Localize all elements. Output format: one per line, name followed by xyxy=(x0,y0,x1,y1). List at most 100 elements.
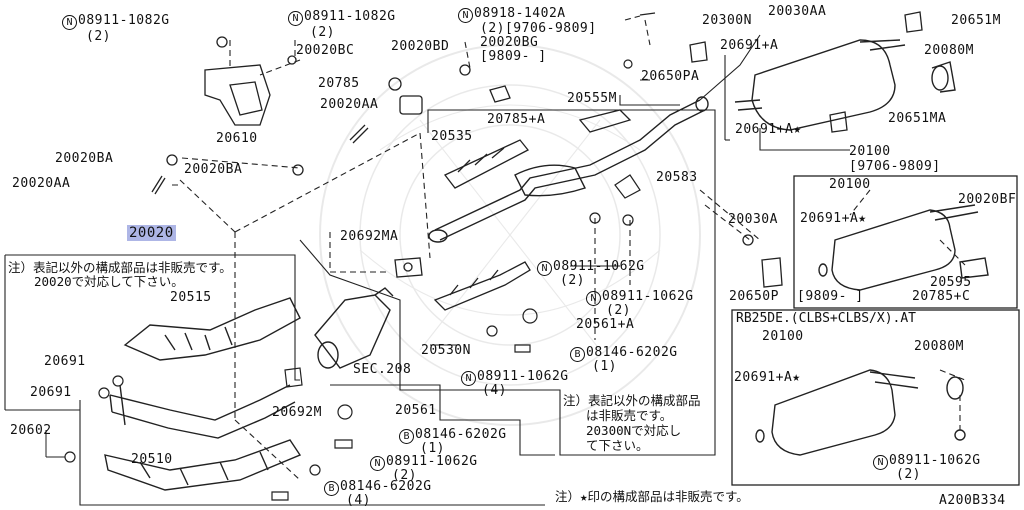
label-20602: 20602 xyxy=(10,423,52,438)
label-20030A: 20030A xyxy=(728,212,778,227)
label-qty: (2) xyxy=(392,468,417,483)
label-20583: 20583 xyxy=(656,170,698,185)
inset1-label-20785C: 20785+C xyxy=(912,289,971,304)
part-20510-manifold xyxy=(104,384,302,491)
label-20691A-top: 20691+A xyxy=(720,38,779,53)
inset2-muffler xyxy=(755,369,966,456)
label-20020AA-top: 20020AA xyxy=(320,97,379,112)
n-marker-icon: N xyxy=(461,371,476,386)
b-marker-icon: B xyxy=(324,481,339,496)
label-qty-date: (2)[9706-9809] xyxy=(480,21,597,36)
label-qty: (2) xyxy=(560,273,585,288)
label-sec208: SEC.208 xyxy=(353,362,412,377)
label-20020BG: 20020BG xyxy=(480,35,539,50)
b-marker-icon: B xyxy=(399,429,414,444)
n-marker-icon: N xyxy=(537,261,552,276)
star-icon: ★ xyxy=(858,211,867,226)
label-20020BA-a: 20020BA xyxy=(55,151,114,166)
star-icon: ★ xyxy=(792,370,801,385)
label-20100-top: 20100 xyxy=(849,144,891,159)
label-20561A: 20561+A xyxy=(576,317,635,332)
label-qty: (4) xyxy=(482,383,507,398)
solid-leaders xyxy=(45,79,650,458)
inset-box-2 xyxy=(731,309,1020,486)
label-20691-b: 20691 xyxy=(30,385,72,400)
inset2-label-20080M: 20080M xyxy=(914,339,964,354)
leader-lines xyxy=(179,15,966,481)
label-20030AA: 20030AA xyxy=(768,4,827,19)
label-20651MA: 20651MA xyxy=(888,111,947,126)
inset2-label-20691A: 20691+A★ xyxy=(734,370,801,385)
label-20691-a: 20691 xyxy=(44,354,86,369)
label-20650P: 20650P xyxy=(729,289,779,304)
label-20020BD: 20020BD xyxy=(391,39,450,54)
inset1-label-date: [9809- ] xyxy=(797,289,864,304)
label-20651M: 20651M xyxy=(951,13,1001,28)
inset1-muffler xyxy=(818,204,989,291)
outline-boundary xyxy=(4,34,850,506)
label-20020BC: 20020BC xyxy=(296,43,355,58)
label-20691A-mid: 20691+A★ xyxy=(735,122,802,137)
n-marker-icon: N xyxy=(288,11,303,26)
label-20510: 20510 xyxy=(131,452,173,467)
label-20100-top-date: [9706-9809] xyxy=(849,159,941,174)
part-20530N xyxy=(433,261,531,311)
part-20610 xyxy=(204,36,297,126)
note-2-line-4: て下さい。 xyxy=(586,438,649,453)
part-20515 xyxy=(123,297,301,361)
inset-box-1 xyxy=(793,175,1018,309)
star-icon: ★ xyxy=(793,122,802,137)
n-marker-icon: N xyxy=(586,291,601,306)
part-20650P xyxy=(742,234,783,288)
n-marker-icon: N xyxy=(458,8,473,23)
note-2-line-2: は非販売です。 xyxy=(586,408,673,423)
label-20561: 20561 xyxy=(395,403,437,418)
part-20300N-centerpipe xyxy=(428,96,709,243)
label-qty: (4) xyxy=(346,493,371,508)
studs xyxy=(151,124,369,195)
part-20555M xyxy=(578,109,632,133)
inset1-label-20020BF: 20020BF xyxy=(958,192,1017,207)
inset1-label-20595: 20595 xyxy=(930,275,972,290)
label-20020-box: 20020 xyxy=(127,225,176,241)
n-marker-icon: N xyxy=(62,15,77,30)
label-qty: (2) xyxy=(606,303,631,318)
label-20785A: 20785+A xyxy=(487,112,546,127)
label-20692MA: 20692MA xyxy=(340,229,399,244)
part-20535 xyxy=(443,139,530,189)
label-20300N: 20300N xyxy=(702,13,752,28)
label-20530N: 20530N xyxy=(421,343,471,358)
label-20692M: 20692M xyxy=(272,405,322,420)
b-marker-icon: B xyxy=(570,347,585,362)
inset2-title: RB25DE.(CLBS+CLBS/X).AT xyxy=(736,311,917,326)
part-20692MA xyxy=(394,257,423,278)
label-20785: 20785 xyxy=(318,76,360,91)
inset1-label-20691A: 20691+A★ xyxy=(800,211,867,226)
n-marker-icon: N xyxy=(370,456,385,471)
diagram-code: A200B334 xyxy=(939,493,1006,508)
note-2-line-3: 20300Nで対応し xyxy=(586,423,682,438)
label-qty: (1) xyxy=(420,441,445,456)
inset2-label-20100: 20100 xyxy=(762,329,804,344)
note-1-line-1: 注）表記以外の構成部品は非販売です。 xyxy=(8,260,232,275)
note-3: 注）★印の構成部品は非販売です。 xyxy=(555,489,749,504)
small-parts xyxy=(64,12,656,501)
label-20020BA-b: 20020BA xyxy=(184,162,243,177)
part-20651M xyxy=(689,11,923,133)
note-2-line-1: 注）表記以外の構成部品 xyxy=(563,393,701,408)
label-qty: (2) xyxy=(86,29,111,44)
part-20100-muffler xyxy=(734,39,956,131)
part-20785 xyxy=(388,64,511,115)
label-20515: 20515 xyxy=(170,290,212,305)
